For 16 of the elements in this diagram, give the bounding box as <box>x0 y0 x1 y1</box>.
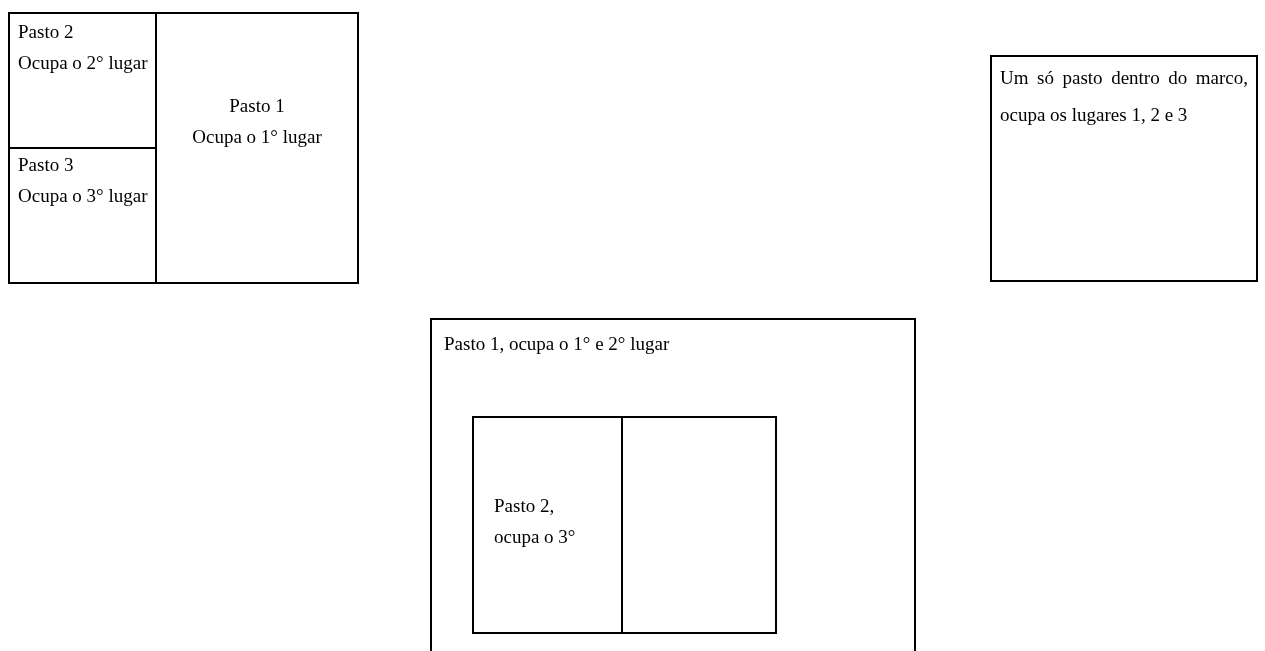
pasture-name: Pasto 2 <box>18 20 75 44</box>
pasture-name: Pasto 3 <box>18 153 75 177</box>
pasture-box <box>472 416 624 634</box>
pasture-box <box>155 12 359 284</box>
empty-box <box>621 416 777 634</box>
pasture-box <box>8 147 158 284</box>
pasture-text: Ocupa o 2° lugar <box>18 51 148 75</box>
pasture-text: Ocupa o 1° lugar <box>191 125 323 149</box>
pasture-text: Ocupa o 3° lugar <box>18 184 148 208</box>
pasture-text: Um só pasto dentro do marco, ocupa os lugares 1, 2 e 3 <box>1000 66 1248 127</box>
pasture-box <box>430 318 916 651</box>
pasture-box <box>8 12 158 150</box>
pasture-box <box>990 55 1258 282</box>
pasture-text: Pasto 2, ocupa o 3° <box>494 494 577 549</box>
pasture-text: Pasto 1, ocupa o 1° e 2° lugar <box>444 332 671 356</box>
pasture-name: Pasto 1 <box>228 94 286 118</box>
